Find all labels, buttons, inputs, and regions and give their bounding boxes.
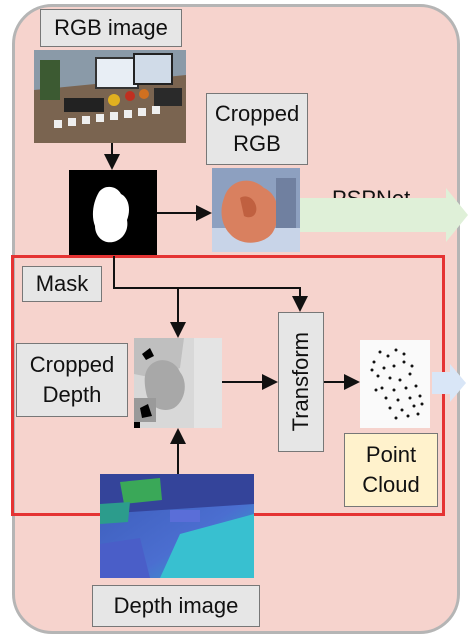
point-cloud-output-arrow bbox=[432, 364, 466, 402]
cropped-depth-image bbox=[134, 338, 222, 428]
depth-image-label: Depth image bbox=[92, 585, 260, 627]
pspnet-arrow bbox=[300, 188, 468, 242]
cropped-rgb-label: Cropped RGB bbox=[206, 93, 308, 165]
transform-box: Transform bbox=[278, 312, 324, 452]
depth-image-photo bbox=[100, 474, 254, 578]
mask-label: Mask bbox=[22, 266, 102, 302]
rgb-image-photo bbox=[34, 50, 186, 143]
cropped-depth-label: Cropped Depth bbox=[16, 343, 128, 417]
mask-image bbox=[69, 170, 157, 256]
point-cloud-image bbox=[360, 340, 430, 428]
rgb-image-label: RGB image bbox=[40, 9, 182, 47]
cropped-rgb-photo bbox=[212, 168, 300, 252]
point-cloud-label: Point Cloud bbox=[344, 433, 438, 507]
